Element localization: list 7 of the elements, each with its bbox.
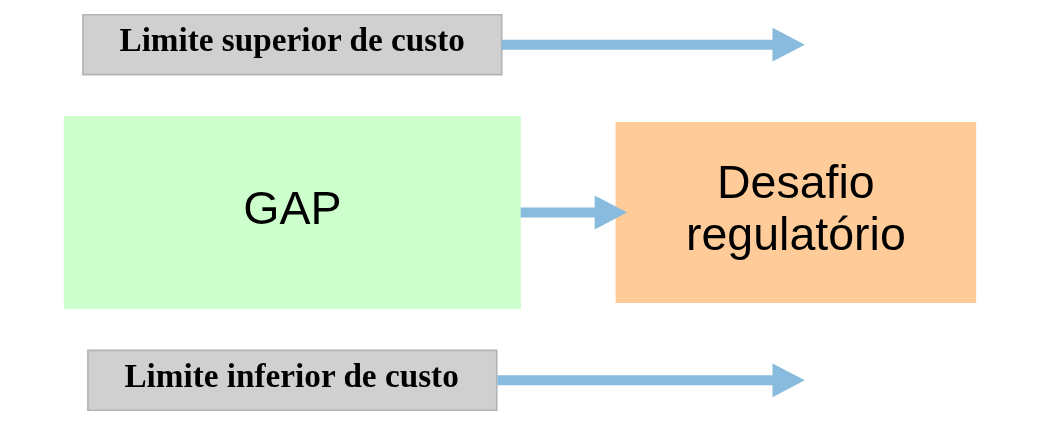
node-box: GAP: [63, 116, 521, 309]
node-box: Limite superior de custo: [82, 13, 503, 76]
arrow: [501, 27, 805, 62]
arrow: [497, 363, 805, 398]
node-box: Limite inferior de custo: [87, 349, 498, 412]
node-box: Desafio regulatório: [615, 121, 977, 304]
arrow: [520, 195, 627, 230]
